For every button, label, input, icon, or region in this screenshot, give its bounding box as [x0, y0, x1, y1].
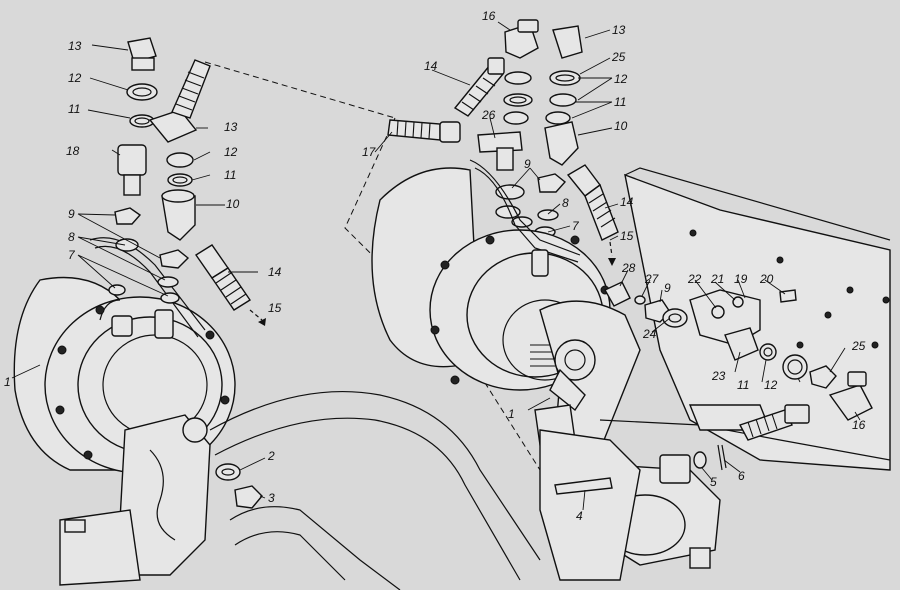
callout-28: 28	[622, 261, 636, 275]
callout-5: 5	[710, 475, 717, 489]
callout-7: 7	[572, 219, 579, 233]
callout-14: 14	[620, 195, 634, 209]
callout-16: 16	[852, 418, 866, 432]
callout-14: 14	[424, 59, 438, 73]
leader-lines	[11, 21, 861, 511]
callout-7: 7	[68, 248, 75, 262]
callout-14: 14	[268, 265, 282, 279]
right-fitting-stack	[537, 25, 619, 266]
callout-12: 12	[224, 145, 238, 159]
callout-2: 2	[268, 449, 275, 463]
callout-20: 20	[760, 272, 774, 286]
coupling-head-lower	[539, 429, 721, 581]
callout-25: 25	[852, 339, 866, 353]
callout-10: 10	[614, 119, 628, 133]
callout-4: 4	[576, 509, 583, 523]
callout-11: 11	[224, 168, 237, 182]
callout-19: 19	[734, 272, 748, 286]
callout-11: 11	[737, 378, 750, 392]
frame-rail	[209, 390, 541, 590]
callout-21: 21	[711, 272, 725, 286]
callout-12: 12	[68, 71, 82, 85]
callout-16: 16	[482, 9, 496, 23]
callout-23: 23	[712, 369, 726, 383]
left-fitting-stack	[108, 37, 266, 326]
callout-27: 27	[645, 272, 659, 286]
callout-10: 10	[226, 197, 240, 211]
callout-8: 8	[68, 230, 75, 244]
callout-18: 18	[66, 144, 80, 158]
callout-13: 13	[68, 39, 82, 53]
callout-25: 25	[612, 50, 626, 64]
bracket-left	[59, 414, 211, 586]
callout-17: 17	[362, 145, 376, 159]
callout-12: 12	[614, 72, 628, 86]
callout-22: 22	[688, 272, 702, 286]
left-washer-nut	[215, 463, 263, 509]
callout-9: 9	[664, 281, 671, 295]
callout-12: 12	[764, 378, 778, 392]
callout-26: 26	[482, 108, 496, 122]
callout-9: 9	[68, 207, 75, 221]
right-lower-parts	[554, 281, 873, 495]
callout-13: 13	[224, 120, 238, 134]
callout-24: 24	[643, 327, 657, 341]
callout-6: 6	[738, 469, 745, 483]
callout-11: 11	[68, 102, 81, 116]
callout-1: 1	[508, 407, 515, 421]
callout-8: 8	[562, 196, 569, 210]
callout-15: 15	[268, 301, 282, 315]
callout-13: 13	[612, 23, 626, 37]
callout-3: 3	[268, 491, 275, 505]
callout-9: 9	[524, 157, 531, 171]
callout-1: 1	[4, 375, 11, 389]
callout-15: 15	[620, 229, 634, 243]
callout-11: 11	[614, 95, 627, 109]
